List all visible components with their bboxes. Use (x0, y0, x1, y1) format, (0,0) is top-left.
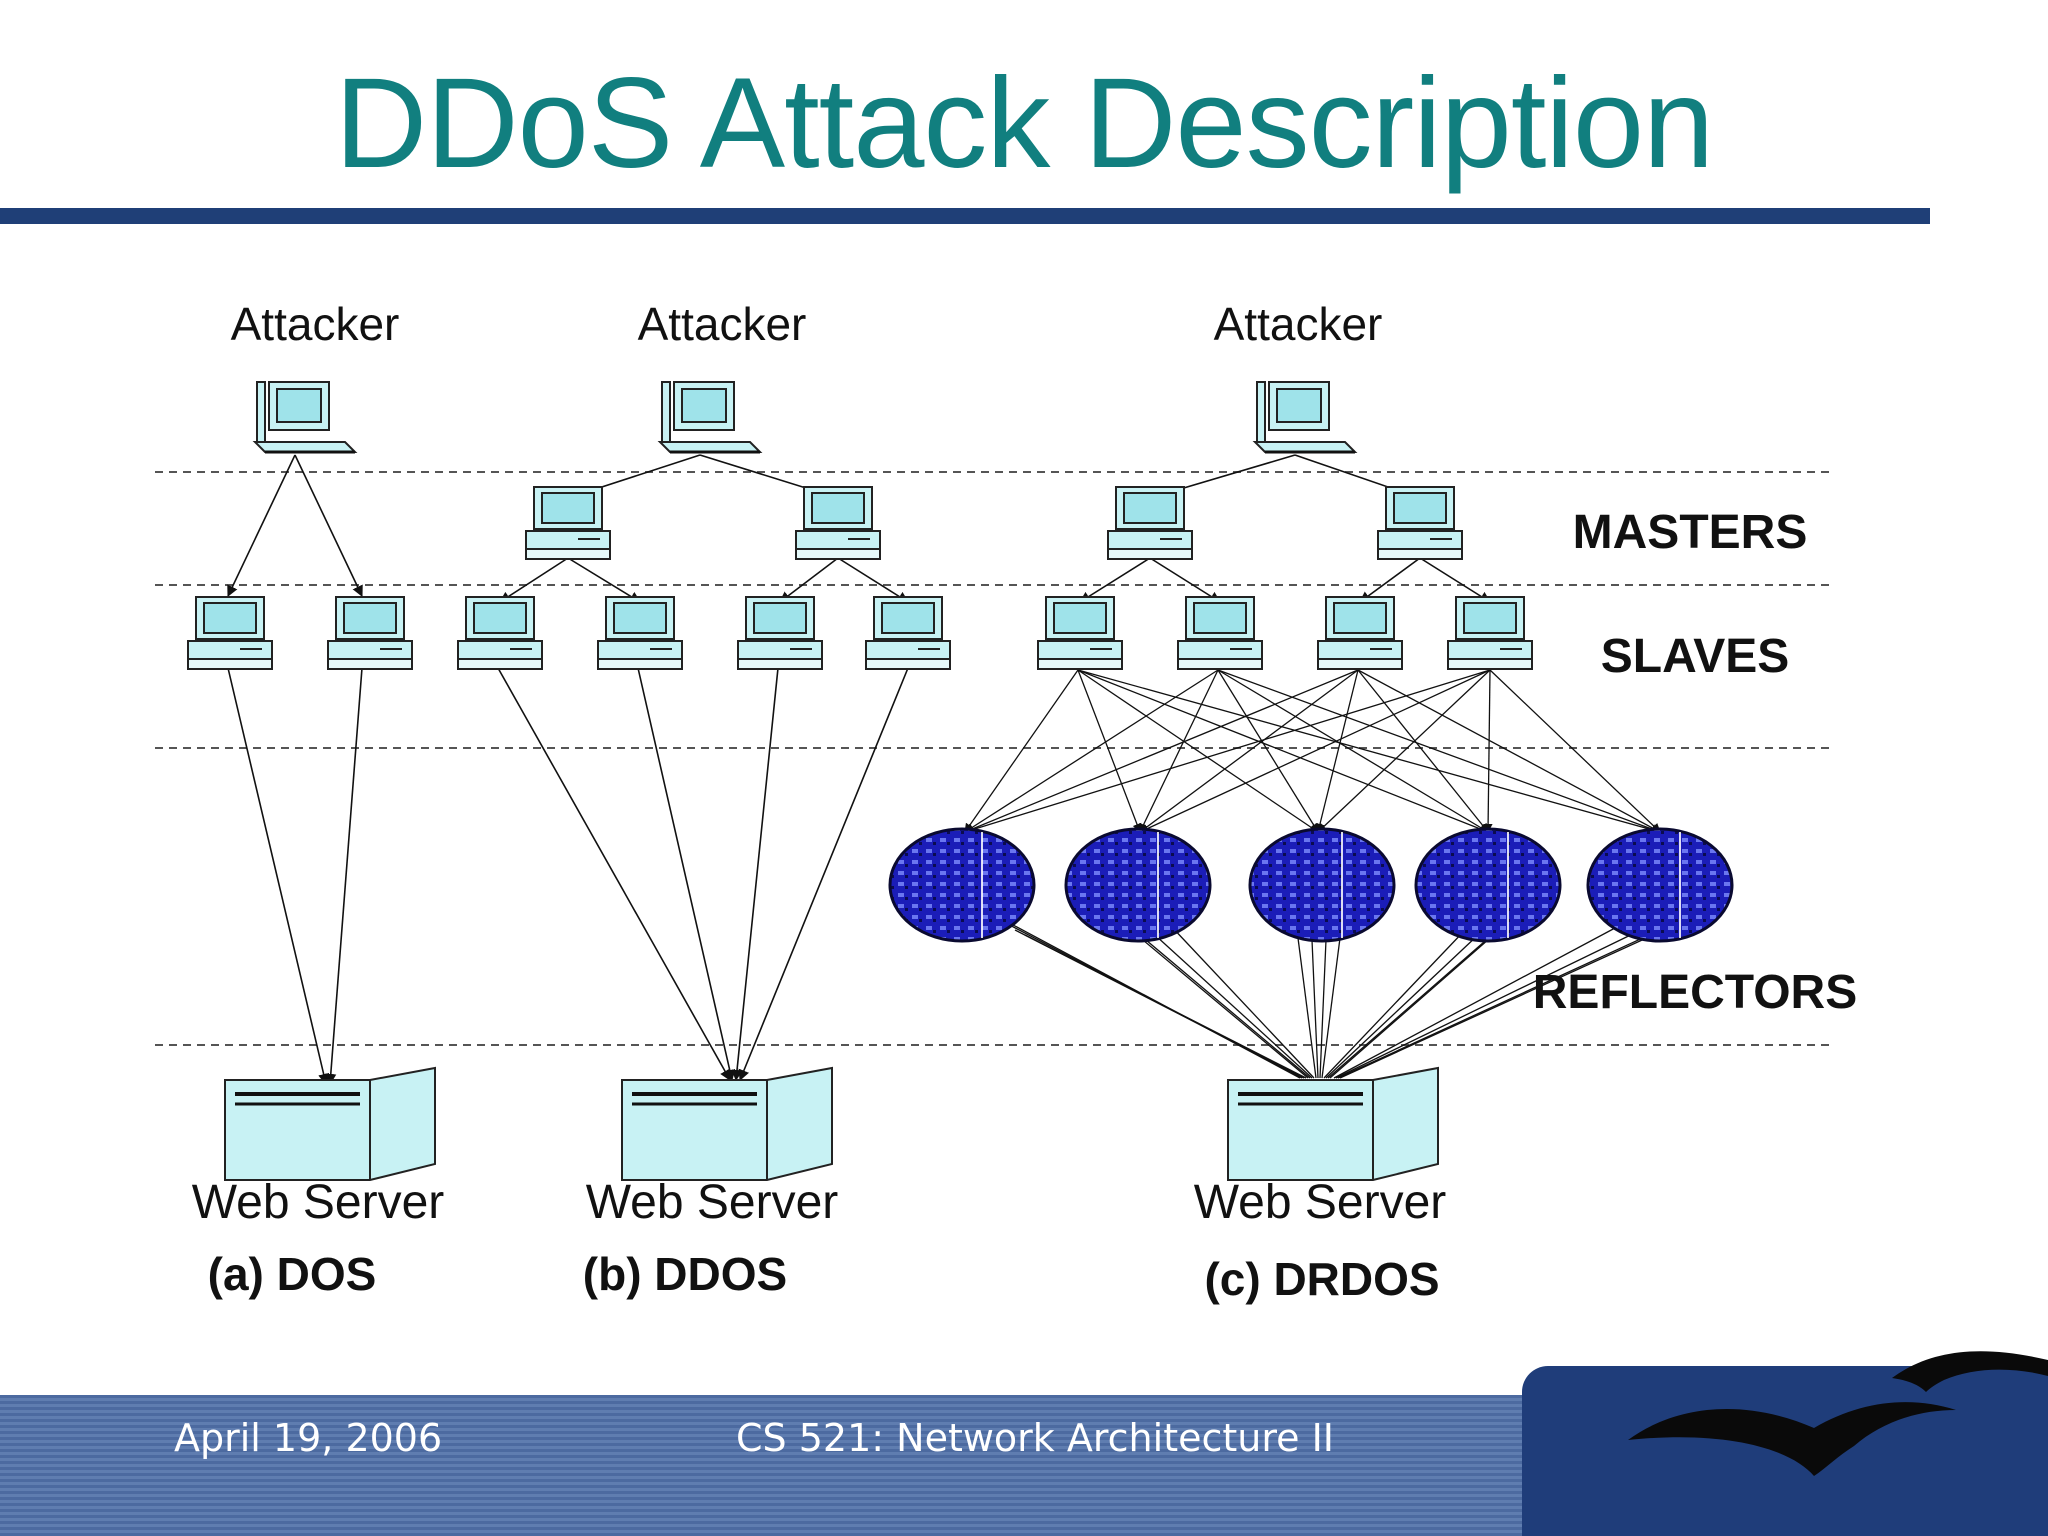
attacker-label-a: Attacker (231, 298, 400, 350)
caption-dos: (a) DOS (208, 1248, 377, 1300)
slave-c4-icon (1447, 596, 1533, 670)
web-server-c-icon (1226, 1066, 1440, 1182)
reflector-1-icon (888, 827, 1036, 943)
master-b2-icon (795, 486, 881, 560)
reflectors (888, 827, 1734, 943)
slave-computers (187, 596, 1533, 670)
slave-a1-icon (187, 596, 273, 670)
caption-ddos: (b) DDOS (583, 1248, 787, 1300)
layer-label-masters: MASTERS (1573, 506, 1808, 559)
bird-logo-icon (1628, 1351, 2048, 1476)
slave-c2-icon (1177, 596, 1263, 670)
reflector-3-icon (1248, 827, 1396, 943)
master-c2-icon (1377, 486, 1463, 560)
footer-course: CS 521: Network Architecture II (736, 1416, 1335, 1460)
web-server-label-b: Web Server (586, 1176, 839, 1229)
master-computers (525, 486, 1463, 560)
slave-c3-icon (1317, 596, 1403, 670)
layer-label-slaves: SLAVES (1601, 630, 1789, 683)
master-c1-icon (1107, 486, 1193, 560)
slave-b2-icon (597, 596, 683, 670)
slave-b1-icon (457, 596, 543, 670)
web-server-label-a: Web Server (192, 1176, 445, 1229)
connections (227, 454, 1676, 1086)
slave-a2-icon (327, 596, 413, 670)
web-server-a-icon (223, 1066, 437, 1182)
attacker-b-icon (658, 380, 762, 454)
layer-label-reflectors: REFLECTORS (1533, 966, 1857, 1019)
title-rule (0, 208, 1930, 224)
reflector-4-icon (1414, 827, 1562, 943)
reflector-5-icon (1586, 827, 1734, 943)
attacker-a-icon (253, 380, 357, 454)
slave-b4-icon (865, 596, 951, 670)
web-server-label-c: Web Server (1194, 1176, 1447, 1229)
footer-date: April 19, 2006 (174, 1416, 443, 1460)
web-servers (223, 1066, 1440, 1182)
web-server-b-icon (620, 1066, 834, 1182)
slave-c1-icon (1037, 596, 1123, 670)
slave-b3-icon (737, 596, 823, 670)
attacker-label-b: Attacker (638, 298, 807, 350)
reflector-2-icon (1064, 827, 1212, 943)
layer-separators (155, 471, 1835, 1046)
attacker-computers (253, 380, 1357, 454)
slide-title: DDoS Attack Description (334, 52, 1714, 195)
attacker-label-c: Attacker (1214, 298, 1383, 350)
attacker-c-icon (1253, 380, 1357, 454)
caption-drdos: (c) DRDOS (1204, 1253, 1439, 1305)
master-b1-icon (525, 486, 611, 560)
